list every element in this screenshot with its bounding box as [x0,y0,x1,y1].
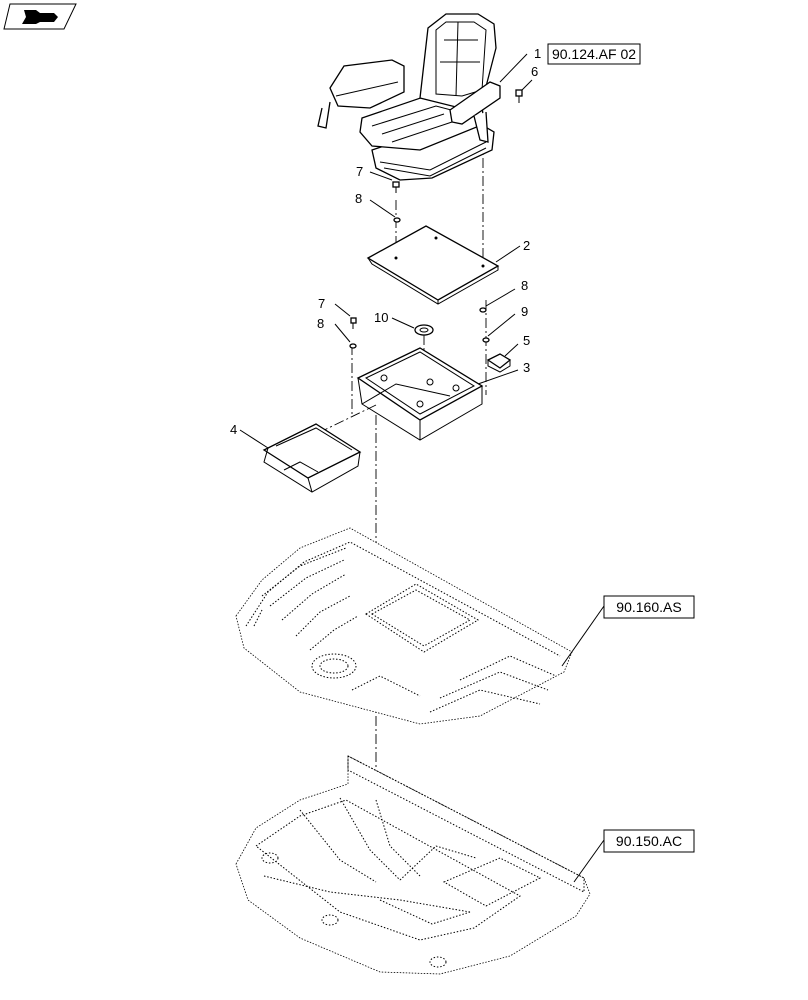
fasteners [349,89,523,349]
seat-assembly [317,13,501,181]
callout-1: 1 [534,46,541,61]
callout-numbers: 1 6 7 8 2 8 9 7 8 10 5 3 4 [230,46,541,437]
callout-7a: 7 [356,164,363,179]
washer-8a [393,217,401,223]
operator-platform [235,527,573,725]
mounting-plate [366,225,500,305]
storage-tray [262,423,362,493]
callout-9: 9 [521,304,528,319]
seat-box [356,347,484,441]
o-ring [414,324,434,336]
callout-10: 10 [374,310,388,325]
callout-2: 2 [523,238,530,253]
bolt-7a [392,181,400,193]
navigation-icon[interactable] [3,3,77,30]
reference-floor[interactable]: 90.150.AC [603,829,695,853]
callout-8a: 8 [355,191,362,206]
svg-text:90.160.AS: 90.160.AS [616,599,681,615]
callout-8b: 8 [521,278,528,293]
callout-7b: 7 [318,296,325,311]
callout-6: 6 [531,64,538,79]
callout-4: 4 [230,422,237,437]
reference-platform[interactable]: 90.160.AS [603,595,695,619]
svg-text:90.150.AC: 90.150.AC [616,833,682,849]
callout-8c: 8 [317,316,324,331]
bolt-6 [515,89,523,103]
washer-8b [479,307,487,313]
floor-plate [235,755,591,975]
svg-text:90.124.AF 02: 90.124.AF 02 [552,46,636,62]
reference-seat[interactable]: 90.124.AF 02 [547,43,641,65]
latch-bracket [486,353,512,373]
callout-3: 3 [523,360,530,375]
nut-9 [482,337,490,343]
bolt-7b [350,317,357,329]
callout-5: 5 [523,333,530,348]
washer-8c [349,343,357,349]
leader-lines [239,53,605,883]
